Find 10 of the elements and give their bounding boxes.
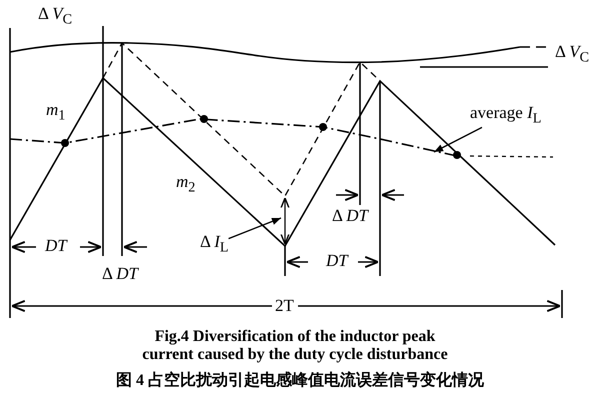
caption-text: Fig.4 Diversification of the inductor peak current caused by the duty cycle disturbance [141,328,449,364]
waveform-label: Δ V$_{C}$ [555,42,590,66]
caption-text: 图 4 占空比扰动引起电感峰值电流误差信号变化情况 [115,370,485,391]
callout-label: Δ I$_{L}$ [200,232,229,256]
leader-line [228,217,282,240]
slope-label: m$_{1}$ [46,100,66,124]
waveform-label: Δ V$_{C}$ [38,4,72,28]
callout-label: average I$_{L}$ [470,103,542,128]
slope-label: m$_{2}$ [176,172,196,196]
leader-line [434,126,482,153]
